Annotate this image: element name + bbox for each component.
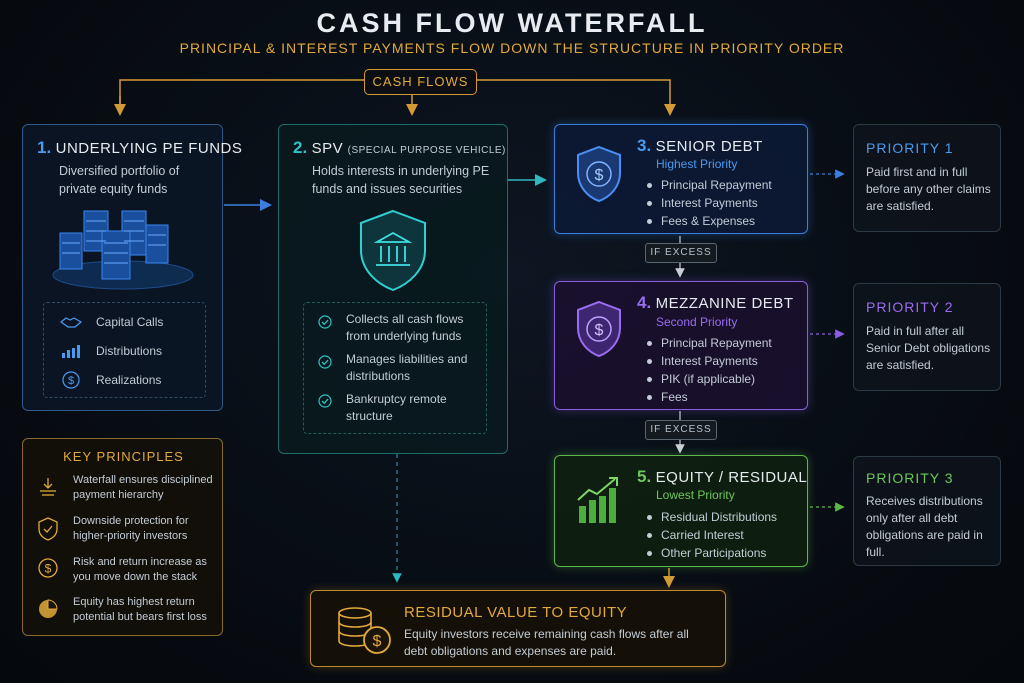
principle-3: Risk and return increase as you move dow… (73, 556, 207, 583)
pe-item-realizations: Realizations (96, 373, 162, 387)
equity-priority-label: Lowest Priority (656, 488, 735, 502)
spv-title: SPV (311, 140, 344, 157)
spv-title-note: (SPECIAL PURPOSE VEHICLE) (347, 145, 506, 156)
if-excess-label-1: IF EXCESS (645, 243, 717, 263)
senior-item: Principal Repayment (647, 176, 772, 194)
shield-dollar-icon: $ (577, 300, 621, 358)
residual-value-box: $ RESIDUAL VALUE TO EQUITY Equity invest… (310, 590, 726, 667)
check-circle-icon (318, 355, 332, 369)
svg-text:$: $ (373, 633, 382, 650)
senior-debt-box: $ 3. SENIOR DEBT Highest Priority Princi… (554, 124, 808, 234)
if-excess-label-2: IF EXCESS (645, 420, 717, 440)
principle-1: Waterfall ensures disciplined payment hi… (73, 474, 213, 501)
equity-residual-box: 5. EQUITY / RESIDUAL Lowest Priority Res… (554, 455, 808, 567)
senior-priority-label: Highest Priority (656, 157, 738, 171)
spv-item-manages: Manages liabilities and distributions (346, 352, 468, 383)
spv-item-collects: Collects all cash flows from underlying … (346, 312, 464, 343)
pe-funds-title: UNDERLYING PE FUNDS (55, 140, 243, 157)
priority-3-text: Receives distributions only after all de… (866, 494, 983, 559)
growth-chart-icon (577, 477, 618, 523)
server-stack-icon (52, 210, 194, 290)
page-title: CASH FLOW WATERFALL (316, 8, 708, 38)
cash-flows-label: CASH FLOWS (364, 69, 477, 95)
equity-item: Carried Interest (647, 526, 777, 544)
spv-box: 2. SPV (SPECIAL PURPOSE VEHICLE) Holds i… (278, 124, 508, 454)
spv-item-bankruptcy: Bankruptcy remote structure (346, 392, 447, 423)
check-circle-icon (318, 315, 332, 329)
pe-funds-list: Capital Calls Distributions $ Realizatio… (43, 302, 206, 398)
priority-3-title: PRIORITY 3 (866, 470, 954, 486)
equity-item: Other Participations (647, 544, 777, 562)
priority-1-box: PRIORITY 1 Paid first and in full before… (853, 124, 1001, 232)
mezzanine-debt-box: $ 4. MEZZANINE DEBT Second Priority Prin… (554, 281, 808, 410)
priority-2-text: Paid in full after all Senior Debt oblig… (866, 324, 991, 372)
mezz-priority-label: Second Priority (656, 315, 738, 329)
bar-chart-icon (60, 342, 82, 360)
equity-number: 5. (637, 467, 652, 486)
spv-list: Collects all cash flows from underlying … (303, 302, 487, 434)
pe-item-capital-calls: Capital Calls (96, 315, 164, 329)
svg-text:$: $ (595, 167, 604, 184)
senior-item: Interest Payments (647, 194, 772, 212)
svg-text:$: $ (595, 322, 604, 339)
page-subtitle: PRINCIPAL & INTEREST PAYMENTS FLOW DOWN … (179, 40, 845, 56)
mezz-item: Principal Repayment (647, 334, 772, 352)
equity-title: EQUITY / RESIDUAL (655, 469, 808, 486)
handshake-icon (60, 313, 82, 331)
principle-4: Equity has highest return potential but … (73, 596, 207, 623)
priority-1-title: PRIORITY 1 (866, 140, 954, 156)
key-principles-box: KEY PRINCIPLES Waterfall ensures discipl… (22, 438, 223, 636)
residual-text: Equity investors receive remaining cash … (404, 627, 689, 658)
mezz-number: 4. (637, 293, 652, 312)
equity-item: Residual Distributions (647, 508, 777, 526)
dollar-circle-icon: $ (38, 558, 58, 578)
svg-text:$: $ (45, 562, 52, 576)
mezz-item: Interest Payments (647, 352, 772, 370)
mezz-item: Fees (647, 388, 772, 406)
pe-funds-number: 1. (37, 138, 52, 157)
mezz-title: MEZZANINE DEBT (655, 295, 794, 312)
pe-funds-box: 1. UNDERLYING PE FUNDS Diversified portf… (22, 124, 242, 411)
senior-item: Fees & Expenses (647, 212, 772, 230)
priority-1-text: Paid first and in full before any other … (866, 165, 991, 213)
key-principles-title: KEY PRINCIPLES (63, 449, 184, 464)
shield-dollar-icon: $ (577, 145, 621, 203)
priority-2-box: PRIORITY 2 Paid in full after all Senior… (853, 283, 1001, 391)
pie-chart-icon (39, 599, 58, 618)
spv-desc: Holds interests in underlying PE funds a… (312, 164, 490, 196)
senior-number: 3. (637, 136, 652, 155)
coins-dollar-icon: $ (338, 607, 391, 654)
priority-3-box: PRIORITY 3 Receives distributions only a… (853, 456, 1001, 566)
principle-2: Downside protection for higher-priority … (73, 515, 189, 542)
senior-title: SENIOR DEBT (655, 138, 763, 155)
waterfall-icon (40, 478, 56, 496)
svg-text:$: $ (68, 375, 74, 387)
dollar-circle-icon: $ (60, 370, 82, 390)
shield-bank-icon (360, 209, 426, 292)
pe-funds-desc: Diversified portfolio of private equity … (59, 164, 180, 196)
shield-check-icon (38, 517, 58, 541)
pe-item-distributions: Distributions (96, 344, 163, 358)
mezz-item: PIK (if applicable) (647, 370, 772, 388)
residual-title: RESIDUAL VALUE TO EQUITY (404, 604, 628, 621)
check-circle-icon (318, 394, 332, 408)
priority-2-title: PRIORITY 2 (866, 299, 954, 315)
spv-number: 2. (293, 138, 308, 157)
